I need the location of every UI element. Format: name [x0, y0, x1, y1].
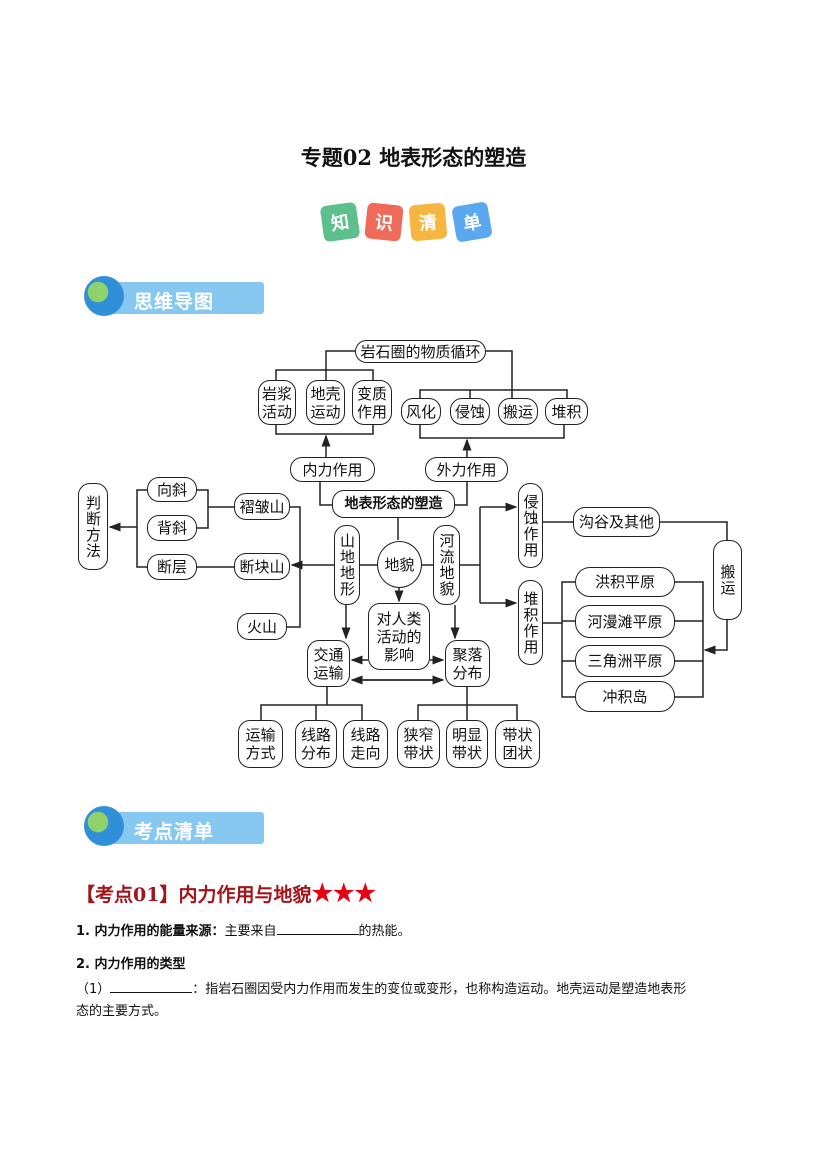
banner-label: 考点清单: [134, 821, 215, 843]
node-erosion-action: 侵蚀作用: [518, 483, 543, 568]
node-settlement: 聚落分布: [445, 640, 490, 687]
node-judgement-method: 判断方法: [78, 483, 108, 570]
page-title: 专题02 地表形态的塑造: [300, 145, 527, 170]
node-anticline: 背斜: [147, 515, 197, 541]
mindmap-banner: 思维导图: [84, 276, 264, 316]
node-floodplain: 河漫滩平原: [575, 605, 675, 638]
node-root: 地表形态的塑造: [332, 490, 455, 518]
item-3-cont: 态的主要方式。: [76, 1004, 168, 1019]
node-transport-mode: 运输方式: [238, 720, 283, 768]
star-icons: ★★★: [311, 878, 376, 907]
node-fault: 断层: [147, 554, 197, 580]
node-strip-cluster: 带状团状: [495, 720, 540, 768]
node-crust-movement: 地壳运动: [306, 380, 345, 425]
item-3-text: ：指岩石圈因受内力作用而发生的变位或变形，也称构造运动。地壳运动是塑造地表形: [192, 982, 687, 997]
point-heading: 【考点01】内力作用与地貌★★★: [76, 878, 376, 907]
node-river-landform: 河流地貌: [433, 525, 460, 605]
fill-blank[interactable]: [276, 922, 359, 935]
item-2-label: 2. 内力作用的类型: [76, 957, 186, 972]
node-alluvial-fan-plain: 洪积平原: [575, 567, 675, 597]
node-magma: 岩浆活动: [258, 380, 296, 425]
node-block-mountain: 断块山: [234, 553, 290, 580]
node-weathering: 风化: [401, 398, 441, 425]
fill-blank[interactable]: [110, 980, 193, 993]
node-transport: 搬运: [498, 398, 538, 425]
item-1: 1. 内力作用的能量来源：主要来自 的热能。: [76, 920, 411, 939]
node-deposition: 堆积: [545, 398, 588, 425]
node-fold-mountain: 褶皱山: [234, 493, 290, 520]
node-route-direction: 线路走向: [343, 720, 388, 768]
item-2: 2. 内力作用的类型: [76, 953, 186, 972]
node-human-impact: 对人类活动的影响: [368, 603, 430, 670]
node-narrow-strip: 狭窄带状: [397, 720, 440, 768]
node-internal-force: 内力作用: [290, 457, 375, 482]
node-deposition-action: 堆积作用: [518, 580, 543, 665]
node-mountain-terrain: 山地地形: [334, 525, 360, 605]
banner-bar: [104, 282, 264, 314]
item-3-prefix: （1）: [76, 982, 111, 997]
item-1-tail: 的热能。: [358, 924, 411, 939]
node-route-distribution: 线路分布: [295, 720, 337, 768]
node-syncline: 向斜: [147, 477, 197, 502]
node-external-force: 外力作用: [425, 457, 508, 482]
node-obvious-strip: 明显带状: [446, 720, 488, 768]
point-title: 【考点01】内力作用与地貌: [76, 884, 312, 906]
node-transportation: 交通运输: [307, 640, 350, 687]
item-1-label: 1. 内力作用的能量来源：: [76, 924, 225, 939]
node-erosion: 侵蚀: [450, 398, 490, 425]
node-alluvial-island: 冲积岛: [575, 681, 675, 712]
points-banner: 考点清单: [84, 806, 264, 846]
node-metamorphism: 变质作用: [352, 380, 392, 425]
node-valley: 沟谷及其他: [573, 507, 660, 537]
node-rock-cycle: 岩石圈的物质循环: [355, 340, 486, 363]
banner-label: 思维导图: [134, 291, 215, 313]
item-1-text: 主要来自: [224, 924, 277, 939]
banner-bar: [104, 812, 264, 844]
item-3: （1） ：指岩石圈因受内力作用而发生的变位或变形，也称构造运动。地壳运动是塑造地表…: [76, 979, 756, 1023]
node-landform: 地貌: [377, 541, 422, 588]
node-carry: 搬运: [713, 540, 742, 620]
node-volcano: 火山: [237, 613, 287, 640]
globe-icon: [84, 806, 124, 846]
node-delta-plain: 三角洲平原: [575, 645, 675, 677]
globe-icon: [84, 276, 124, 316]
